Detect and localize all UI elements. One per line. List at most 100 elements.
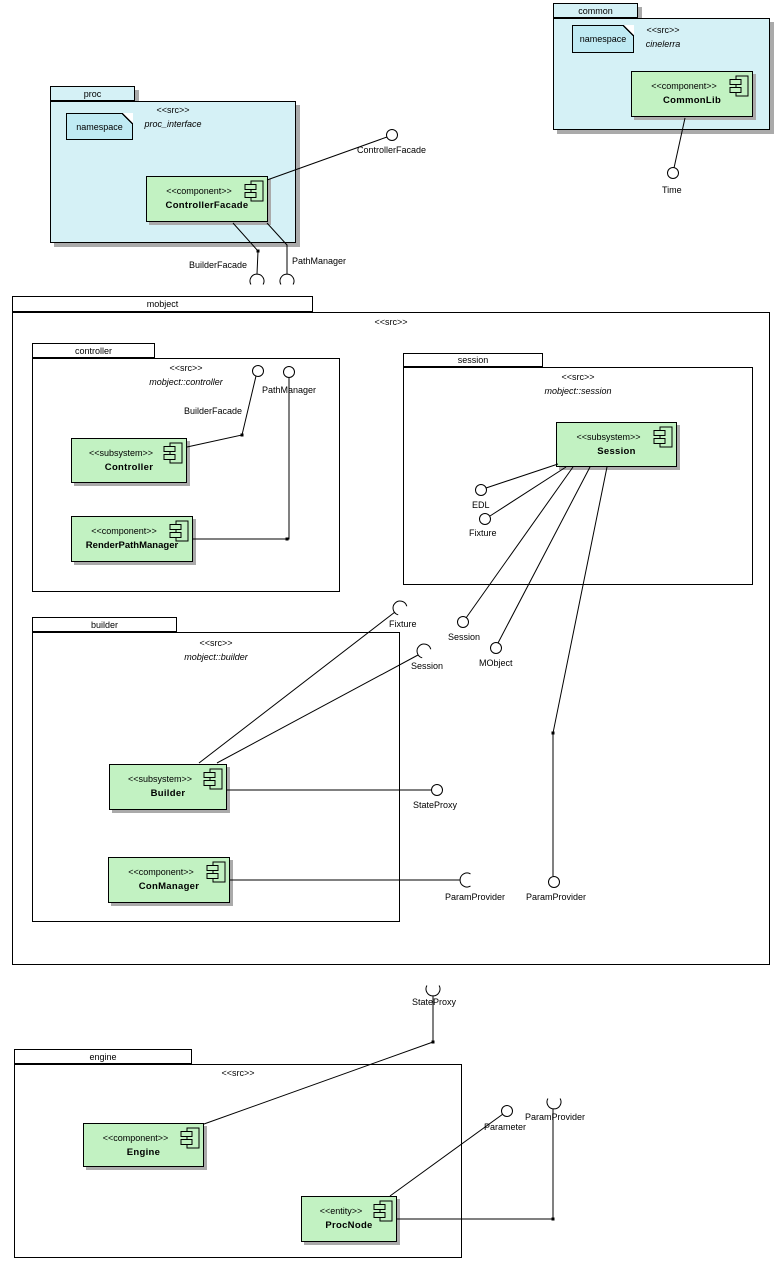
component-icon bbox=[373, 1200, 393, 1224]
package-tab-engine[interactable]: engine bbox=[14, 1049, 192, 1064]
component-icon bbox=[206, 861, 226, 885]
component-name: Builder bbox=[150, 788, 186, 799]
package-namespace-name: cinelerra bbox=[645, 39, 681, 49]
package-tab-controller[interactable]: controller bbox=[32, 343, 155, 358]
package-header-controller: <<src>> mobject::controller bbox=[32, 361, 340, 389]
component-stereotype: <<component>> bbox=[102, 1133, 169, 1143]
package-header-proc: <<src>> proc_interface bbox=[133, 103, 213, 131]
label-mobject-ball: MObject bbox=[479, 658, 513, 668]
package-name: builder bbox=[90, 619, 119, 630]
component-stereotype: <<component>> bbox=[128, 867, 194, 877]
component-name: ControllerFacade bbox=[165, 200, 249, 211]
package-header-builder: <<src>> mobject::builder bbox=[32, 636, 400, 664]
package-header-common: <<src>> cinelerra bbox=[623, 23, 703, 51]
label-controllerfacade-ball: ControllerFacade bbox=[357, 145, 427, 155]
entity-procnode[interactable]: <<entity>> ProcNode bbox=[301, 1196, 397, 1242]
socket-paramprovider-engine-icon[interactable] bbox=[546, 1098, 562, 1110]
package-body-session bbox=[403, 367, 753, 585]
component-name: CommonLib bbox=[662, 95, 722, 106]
component-name: Controller bbox=[104, 462, 154, 473]
bend-dot bbox=[551, 1217, 555, 1221]
package-stereotype: <<src>> bbox=[156, 105, 190, 115]
subsystem-session[interactable]: <<subsystem>> Session bbox=[556, 422, 677, 467]
component-stereotype: <<subsystem>> bbox=[576, 432, 641, 442]
label-pathmanager-ball: PathManager bbox=[262, 385, 317, 395]
label-stateproxy-socket: StateProxy bbox=[412, 997, 457, 1007]
component-engine[interactable]: <<component>> Engine bbox=[83, 1123, 204, 1167]
package-name: session bbox=[457, 355, 489, 365]
component-icon bbox=[244, 180, 264, 204]
label-pathmanager-socket: PathManager bbox=[292, 256, 347, 266]
package-stereotype: <<src>> bbox=[199, 638, 233, 648]
package-stereotype: <<src>> bbox=[561, 372, 595, 382]
package-stereotype: <<src>> bbox=[374, 317, 408, 327]
socket-stateproxy-icon[interactable] bbox=[425, 985, 441, 997]
package-stereotype: <<src>> bbox=[646, 25, 680, 35]
package-tab-mobject[interactable]: mobject bbox=[12, 296, 313, 312]
package-tab-common[interactable]: common bbox=[553, 3, 638, 18]
label-parameter-ball: Parameter bbox=[484, 1122, 527, 1132]
note-label: namespace bbox=[76, 121, 123, 132]
component-conmanager[interactable]: <<component>> ConManager bbox=[108, 857, 230, 903]
package-qualified-name: mobject::session bbox=[544, 386, 612, 396]
component-stereotype: <<subsystem>> bbox=[88, 448, 154, 458]
component-stereotype: <<entity>> bbox=[319, 1206, 363, 1216]
component-name: Session bbox=[597, 446, 636, 457]
component-stereotype: <<component>> bbox=[91, 526, 157, 536]
component-icon bbox=[163, 442, 183, 466]
component-controllerfacade[interactable]: <<component>> ControllerFacade bbox=[146, 176, 268, 222]
package-tab-proc[interactable]: proc bbox=[50, 86, 135, 101]
package-name: controller bbox=[74, 345, 112, 356]
package-header-engine: <<src>> bbox=[14, 1066, 462, 1080]
component-name: Engine bbox=[126, 1147, 161, 1158]
package-name: common bbox=[578, 5, 613, 16]
label-stateproxy-ball: StateProxy bbox=[413, 800, 458, 810]
ball-parameter-icon[interactable] bbox=[501, 1105, 513, 1117]
component-renderpathmanager[interactable]: <<component>> RenderPathManager bbox=[71, 516, 193, 562]
label-paramprovider-ball: ParamProvider bbox=[526, 892, 587, 902]
component-icon bbox=[203, 768, 223, 792]
component-name: ProcNode bbox=[325, 1220, 373, 1231]
ball-controllerfacade-icon[interactable] bbox=[386, 129, 398, 141]
package-name: proc bbox=[83, 88, 102, 99]
socket-builderfacade-icon[interactable] bbox=[249, 273, 265, 285]
namespace-note-proc[interactable]: namespace bbox=[66, 113, 133, 140]
component-icon bbox=[653, 426, 673, 450]
socket-pathmanager-icon[interactable] bbox=[279, 273, 295, 285]
component-stereotype: <<component>> bbox=[651, 81, 717, 91]
label-session-socket: Session bbox=[411, 661, 444, 671]
bend-dot bbox=[431, 1040, 435, 1044]
package-stereotype: <<src>> bbox=[221, 1068, 255, 1078]
component-name: ConManager bbox=[138, 881, 200, 892]
component-stereotype: <<component>> bbox=[166, 186, 232, 196]
subsystem-controller[interactable]: <<subsystem>> Controller bbox=[71, 438, 187, 483]
note-fold-icon bbox=[623, 25, 634, 36]
label-time: Time bbox=[662, 185, 682, 195]
package-tab-session[interactable]: session bbox=[403, 353, 543, 367]
package-header-mobject: <<src>> bbox=[12, 315, 770, 329]
bend-dot bbox=[256, 249, 260, 253]
component-icon bbox=[729, 75, 749, 99]
component-name: RenderPathManager bbox=[85, 540, 179, 551]
package-qualified-name: mobject::builder bbox=[184, 652, 248, 662]
note-label: namespace bbox=[579, 34, 627, 44]
component-stereotype: <<subsystem>> bbox=[127, 774, 193, 784]
package-name: engine bbox=[89, 1051, 117, 1062]
label-paramprovider-socket-builder: ParamProvider bbox=[445, 892, 506, 902]
component-icon bbox=[180, 1127, 200, 1151]
subsystem-builder[interactable]: <<subsystem>> Builder bbox=[109, 764, 227, 810]
label-edl-ball: EDL bbox=[472, 500, 490, 510]
package-header-session: <<src>> mobject::session bbox=[403, 370, 753, 398]
package-tab-builder[interactable]: builder bbox=[32, 617, 177, 632]
label-fixture-socket: Fixture bbox=[389, 619, 417, 629]
label-paramprovider-socket-engine: ParamProvider bbox=[525, 1112, 586, 1122]
label-fixture-ball: Fixture bbox=[469, 528, 497, 538]
label-builderfacade-socket: BuilderFacade bbox=[189, 260, 248, 270]
component-icon bbox=[169, 520, 189, 544]
label-builderfacade-ball: BuilderFacade bbox=[184, 406, 243, 416]
package-name: mobject bbox=[146, 299, 179, 309]
component-commonlib[interactable]: <<component>> CommonLib bbox=[631, 71, 753, 117]
namespace-note-common[interactable]: namespace bbox=[572, 25, 634, 53]
ball-time-icon[interactable] bbox=[667, 167, 679, 179]
